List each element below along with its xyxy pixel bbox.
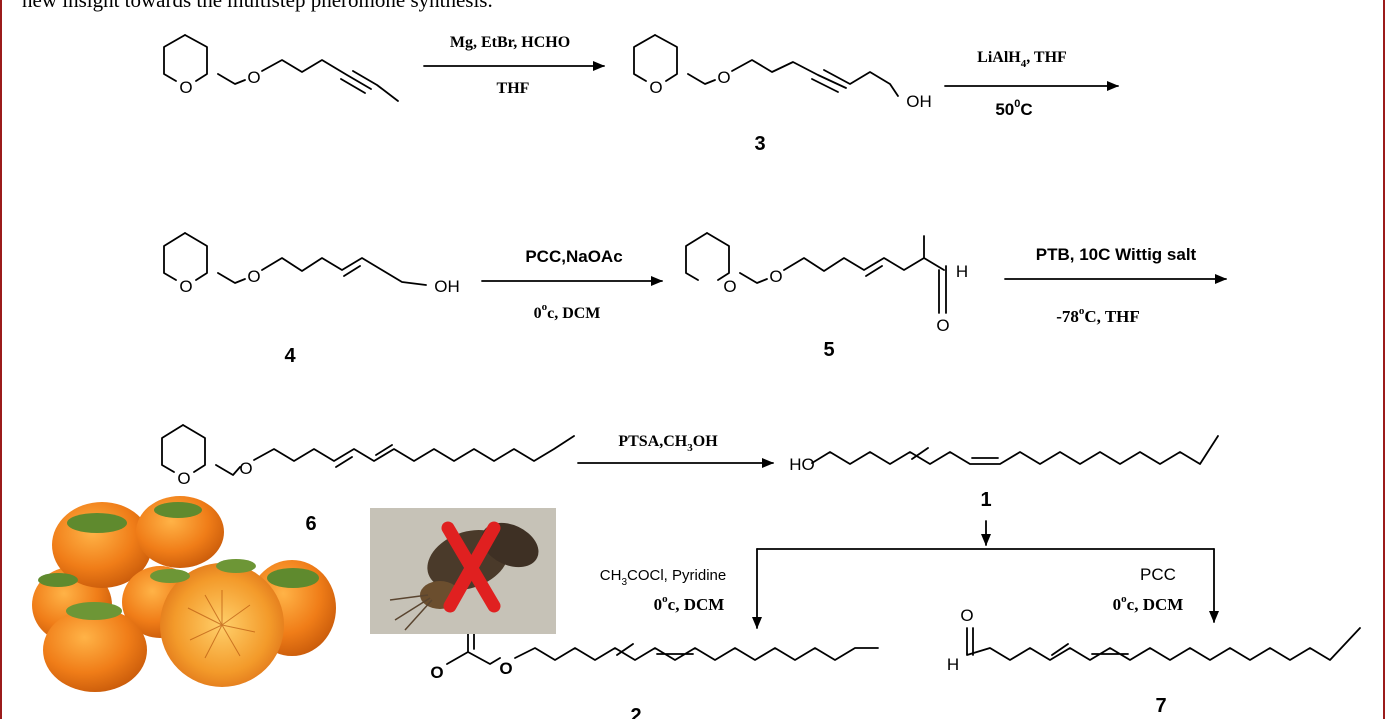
reagent-r6-right-top: PCC [1140, 565, 1176, 584]
start-material-structure [163, 34, 399, 102]
atom-o: O [723, 277, 736, 296]
atom-ho: HO [789, 455, 815, 474]
compound-label-1: 1 [980, 489, 991, 511]
protected-diene-structure [161, 424, 575, 476]
atom-o: O [247, 267, 260, 286]
intro-text: new insight towards the multistep pherom… [22, 0, 493, 12]
compound-5-structure [685, 232, 947, 314]
reagent-r1-top: Mg, EtBr, HCHO [450, 34, 570, 51]
compound-label-2: 2 [630, 705, 641, 719]
atom-oh: OH [906, 92, 932, 111]
compound-4-structure [163, 232, 427, 286]
compound-label-3: 3 [754, 133, 765, 155]
reagent-r1-bottom: THF [497, 80, 530, 97]
reagent-r5-top: PTSA,CH3OH [618, 433, 718, 454]
atom-o: O [247, 68, 260, 87]
reagent-r6-right-bottom: 0oc, DCM [1113, 593, 1184, 614]
reagent-r6-left-top: CH3COCl, Pyridine [600, 567, 726, 588]
atom-h: H [956, 262, 968, 281]
compound-label-7: 7 [1155, 695, 1166, 717]
persimmon-photo [27, 494, 353, 702]
cross-mark-icon [441, 521, 501, 613]
atom-o: O [499, 659, 512, 678]
compound-7-structure [966, 627, 1361, 661]
atom-o: O [649, 78, 662, 97]
compound-label-6: 6 [305, 513, 316, 535]
reagent-r3-top: PCC,NaOAc [525, 247, 622, 266]
atom-o: O [177, 469, 190, 488]
atom-o: O [717, 68, 730, 87]
atom-o: O [179, 277, 192, 296]
reagent-r6-left-bottom: 0oc, DCM [654, 593, 725, 614]
compound-1-structure [811, 435, 1219, 465]
reagent-r3-bottom: 0oc, DCM [534, 301, 601, 322]
atom-o: O [430, 663, 443, 682]
reagent-r2-bottom: 500C [995, 98, 1032, 119]
atom-oh: OH [434, 277, 460, 296]
atom-o: O [179, 78, 192, 97]
reagent-r2-top: LiAlH4, THF [977, 49, 1067, 70]
atom-o: O [960, 606, 973, 625]
atom-o: O [936, 316, 949, 335]
atom-o: O [239, 459, 252, 478]
atom-o: O [769, 267, 782, 286]
reagent-r4-bottom: -78oC, THF [1056, 305, 1140, 326]
compound-label-4: 4 [284, 345, 296, 367]
reagent-r4-top: PTB, 10C Wittig salt [1036, 245, 1197, 264]
atom-h: H [947, 655, 959, 674]
compound-3-structure [633, 34, 899, 97]
compound-label-5: 5 [823, 339, 834, 361]
